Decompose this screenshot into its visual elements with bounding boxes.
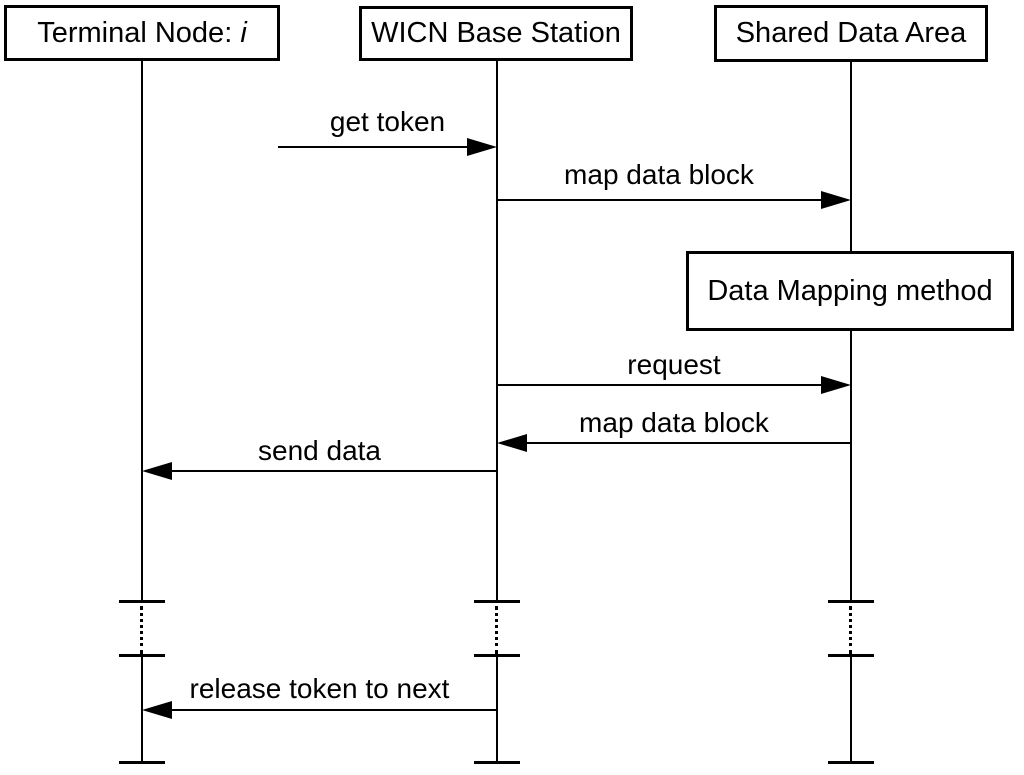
lifeline-shared-data-area-upper xyxy=(850,60,852,602)
arrowhead-icon xyxy=(142,462,172,480)
break-tick xyxy=(474,600,520,603)
lifeline-wicn-base-station-upper xyxy=(496,58,498,602)
message-label-release-token: release token to next xyxy=(189,673,450,704)
lifeline-wicn-base-station-lower xyxy=(496,656,498,763)
lifeline-end-tick xyxy=(474,761,520,764)
message-line-request xyxy=(497,384,823,386)
actor-shared-data-area: Shared Data Area xyxy=(714,5,988,62)
break-tick xyxy=(119,600,165,603)
break-tick xyxy=(474,654,520,657)
arrowhead-icon xyxy=(467,138,497,156)
message-line-send-data xyxy=(170,470,497,472)
break-tick xyxy=(828,654,874,657)
lifeline-wicn-base-station-break-dotted xyxy=(495,606,498,654)
message-label-request: request xyxy=(627,349,721,380)
message-label-map-data-block-2: map data block xyxy=(579,407,769,438)
arrowhead-icon xyxy=(821,376,851,394)
lifeline-shared-data-area-break-dotted xyxy=(849,606,852,654)
lifeline-terminal-node-upper xyxy=(141,59,143,602)
actor-terminal-node: Terminal Node: i xyxy=(4,5,280,61)
message-line-map-data-block-1 xyxy=(497,199,823,201)
message-line-map-data-block-2 xyxy=(525,442,851,444)
break-tick xyxy=(828,600,874,603)
arrowhead-icon xyxy=(821,191,851,209)
lifeline-end-tick xyxy=(119,761,165,764)
break-tick xyxy=(119,654,165,657)
arrowhead-icon xyxy=(142,701,172,719)
actor-wicn-base-station: WICN Base Station xyxy=(359,6,633,61)
message-label-send-data: send data xyxy=(258,435,381,466)
message-line-release-token xyxy=(170,709,497,711)
arrowhead-icon xyxy=(497,434,527,452)
lifeline-terminal-node-break-dotted xyxy=(140,606,143,654)
lifeline-shared-data-area-lower xyxy=(850,656,852,763)
actor-shared-data-area-label: Shared Data Area xyxy=(735,17,967,49)
note-data-mapping-method-label: Data Mapping method xyxy=(707,274,993,307)
message-line-get-token xyxy=(278,146,468,148)
actor-wicn-base-station-label: WICN Base Station xyxy=(371,17,621,49)
note-data-mapping-method: Data Mapping method xyxy=(686,251,1014,331)
lifeline-end-tick xyxy=(828,761,874,764)
message-label-get-token: get token xyxy=(329,106,446,137)
actor-terminal-node-label: Terminal Node: i xyxy=(37,16,247,49)
message-label-map-data-block-1: map data block xyxy=(564,159,754,190)
